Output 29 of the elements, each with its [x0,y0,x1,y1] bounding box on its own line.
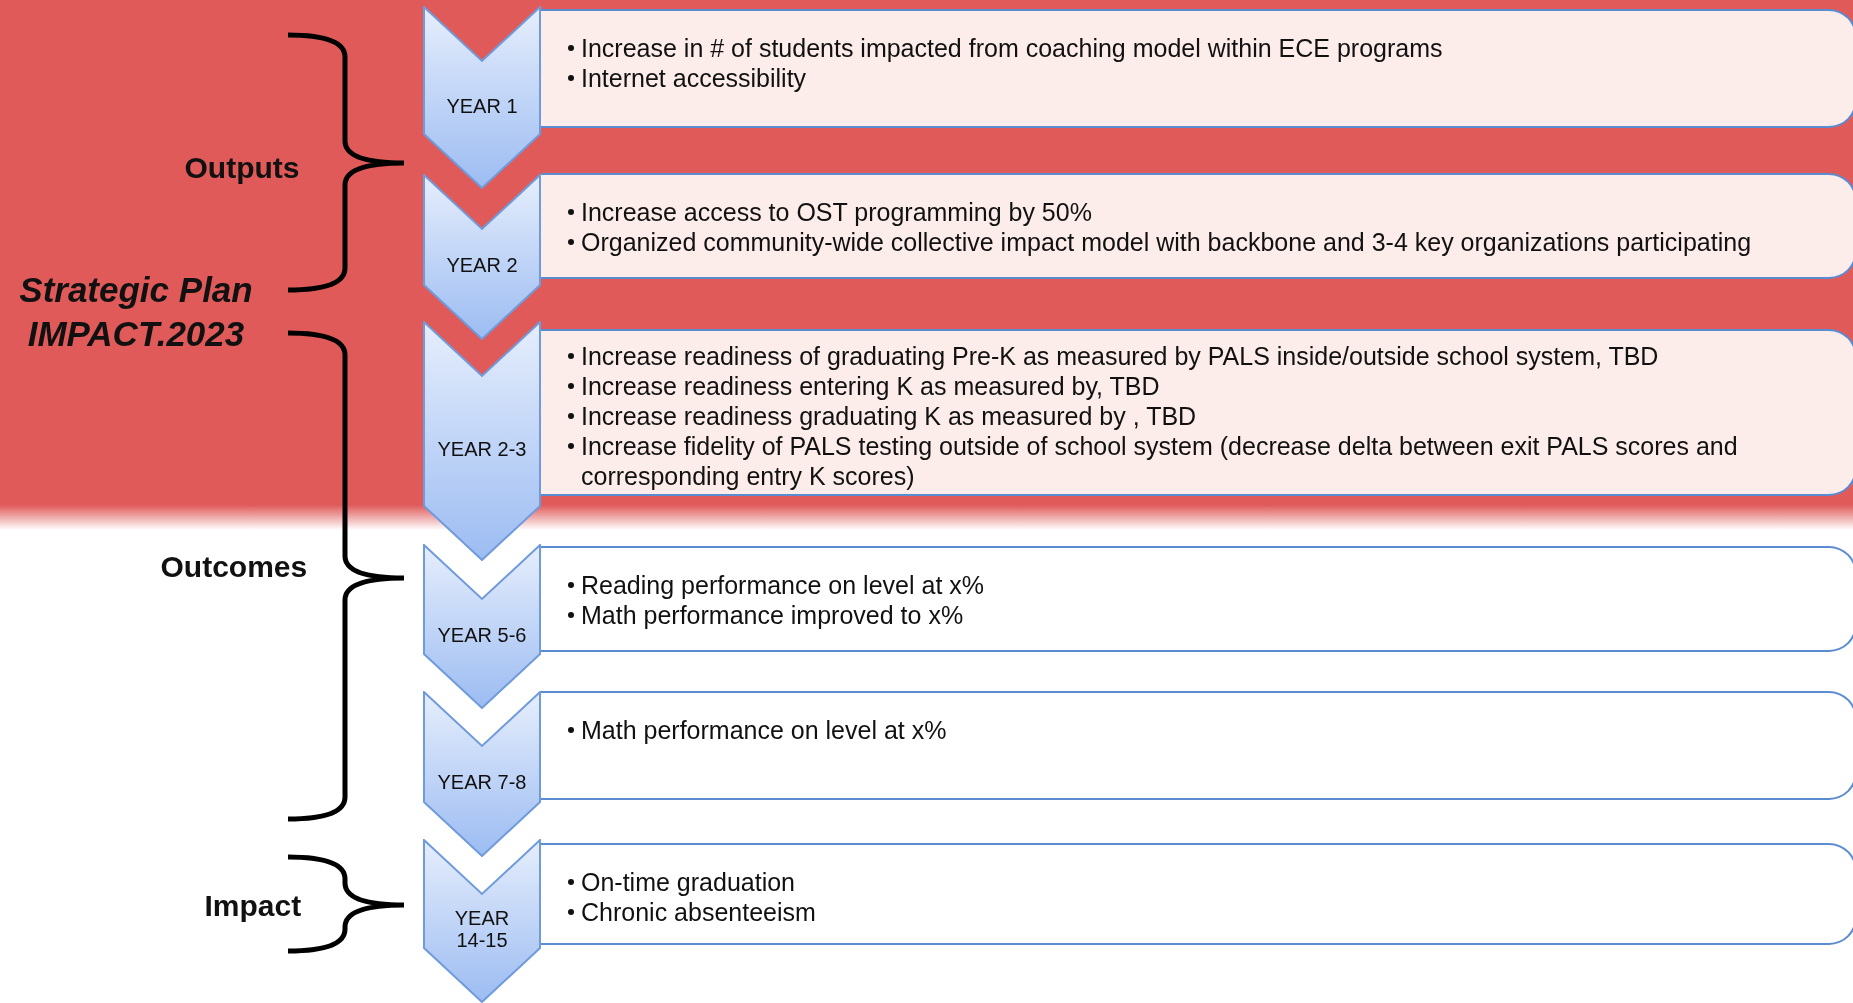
section-label: Outcomes [160,550,308,584]
bullet-text: Reading performance on level at x% [581,571,984,599]
bullet-text: Increase readiness of graduating Pre-K as measured by PALS inside/outside school system, TBD [581,342,1659,370]
bullet-text: Organized community-wide collective impact model with backbone and 3-4 key organizations participating [581,228,1752,256]
plan-title: Strategic Plan IMPACT.2023 [18,269,254,355]
bullet-text: Increase fidelity of PALS testing outside of school system (decrease delta between exit PALS scores and corresponding entry K scores) [581,432,1738,490]
text-panel [541,843,1853,945]
bullet-text: On-time graduation [581,868,795,896]
year-label: YEAR 7-8 [436,771,528,793]
text-panel [541,173,1853,279]
section-label: Outputs [184,151,300,185]
bullet-text: Math performance on level at x% [581,716,947,744]
section-label: Impact [204,889,302,923]
bullet-text: Math performance improved to x% [581,601,964,629]
text-panel [541,546,1853,652]
year-label: YEAR 2 [445,254,519,276]
year-label: YEAR 5-6 [436,623,528,646]
year-label: YEAR 1 [445,94,519,117]
year-label: YEAR 14-15 [453,907,511,951]
bullet-text: Increase access to OST programming by 50% [581,198,1092,226]
year-label: YEAR 2-3 [436,438,528,460]
text-panel [541,329,1853,496]
text-panel [541,691,1853,800]
bullet-text: Chronic absenteeism [581,898,816,926]
bullet-text: Increase readiness graduating K as measured by , TBD [581,402,1197,430]
bullet-text: Internet accessibility [581,64,807,92]
bullet-text: Increase readiness entering K as measured by, TBD [581,372,1160,400]
bullet-text: Increase in # of students impacted from coaching model within ECE programs [581,34,1443,62]
text-panel [541,9,1853,128]
